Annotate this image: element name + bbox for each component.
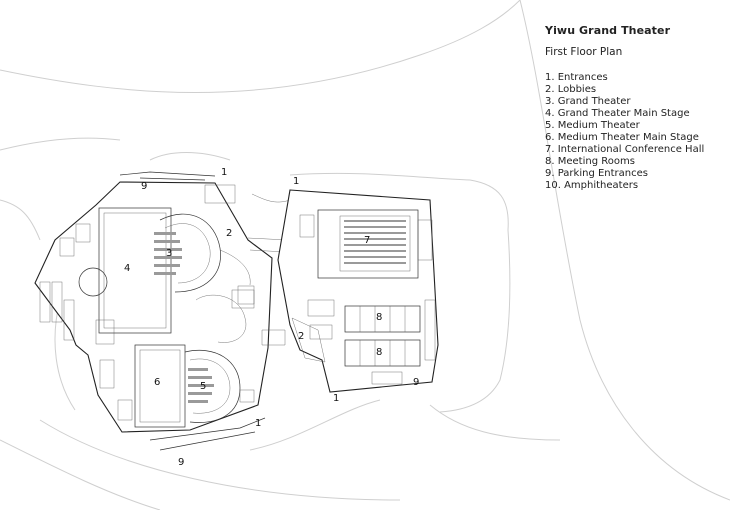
label-entrance-south-west: 1 [255, 418, 261, 429]
label-entrance-north-west: 1 [221, 167, 227, 178]
label-lobby-east: 2 [298, 331, 304, 342]
east-building [277, 189, 439, 393]
label-grand-theater: 3 [166, 248, 172, 259]
legend-item: 9. Parking Entrances [545, 168, 648, 179]
label-medium-theater: 5 [200, 381, 206, 392]
legend-item: 4. Grand Theater Main Stage [545, 108, 690, 119]
label-meeting-room-2: 8 [376, 347, 382, 358]
label-meeting-room-1: 8 [376, 312, 382, 323]
label-parking-south: 9 [178, 457, 184, 468]
plan-labels: 1 1 1 1 9 9 9 2 2 3 4 5 6 7 8 8 [124, 167, 419, 468]
label-medium-stage: 6 [154, 377, 160, 388]
legend-panel: Yiwu Grand Theater First Floor Plan 1. E… [545, 24, 704, 192]
label-grand-stage: 4 [124, 263, 130, 274]
legend-item: 3. Grand Theater [545, 96, 631, 107]
legend-item: 7. International Conference Hall [545, 144, 705, 155]
label-parking-east: 9 [413, 377, 419, 388]
drawing-title: Yiwu Grand Theater [545, 24, 671, 37]
label-entrance-north-east: 1 [293, 176, 299, 187]
legend-list: 1. Entrances 2. Lobbies 3. Grand Theater… [545, 72, 704, 192]
label-conference-hall: 7 [364, 235, 370, 246]
label-entrance-south-east: 1 [333, 393, 339, 404]
west-building [34, 171, 273, 451]
legend-item: 10. Amphitheaters [545, 180, 639, 191]
label-parking-north: 9 [141, 181, 147, 192]
legend-item: 5. Medium Theater [545, 120, 640, 131]
legend-item: 2. Lobbies [545, 84, 597, 95]
legend-item: 1. Entrances [545, 72, 608, 83]
drawing-subtitle: First Floor Plan [545, 46, 623, 58]
legend-item: 6. Medium Theater Main Stage [545, 132, 699, 143]
label-lobby-west: 2 [226, 228, 232, 239]
legend-item: 8. Meeting Rooms [545, 156, 635, 167]
